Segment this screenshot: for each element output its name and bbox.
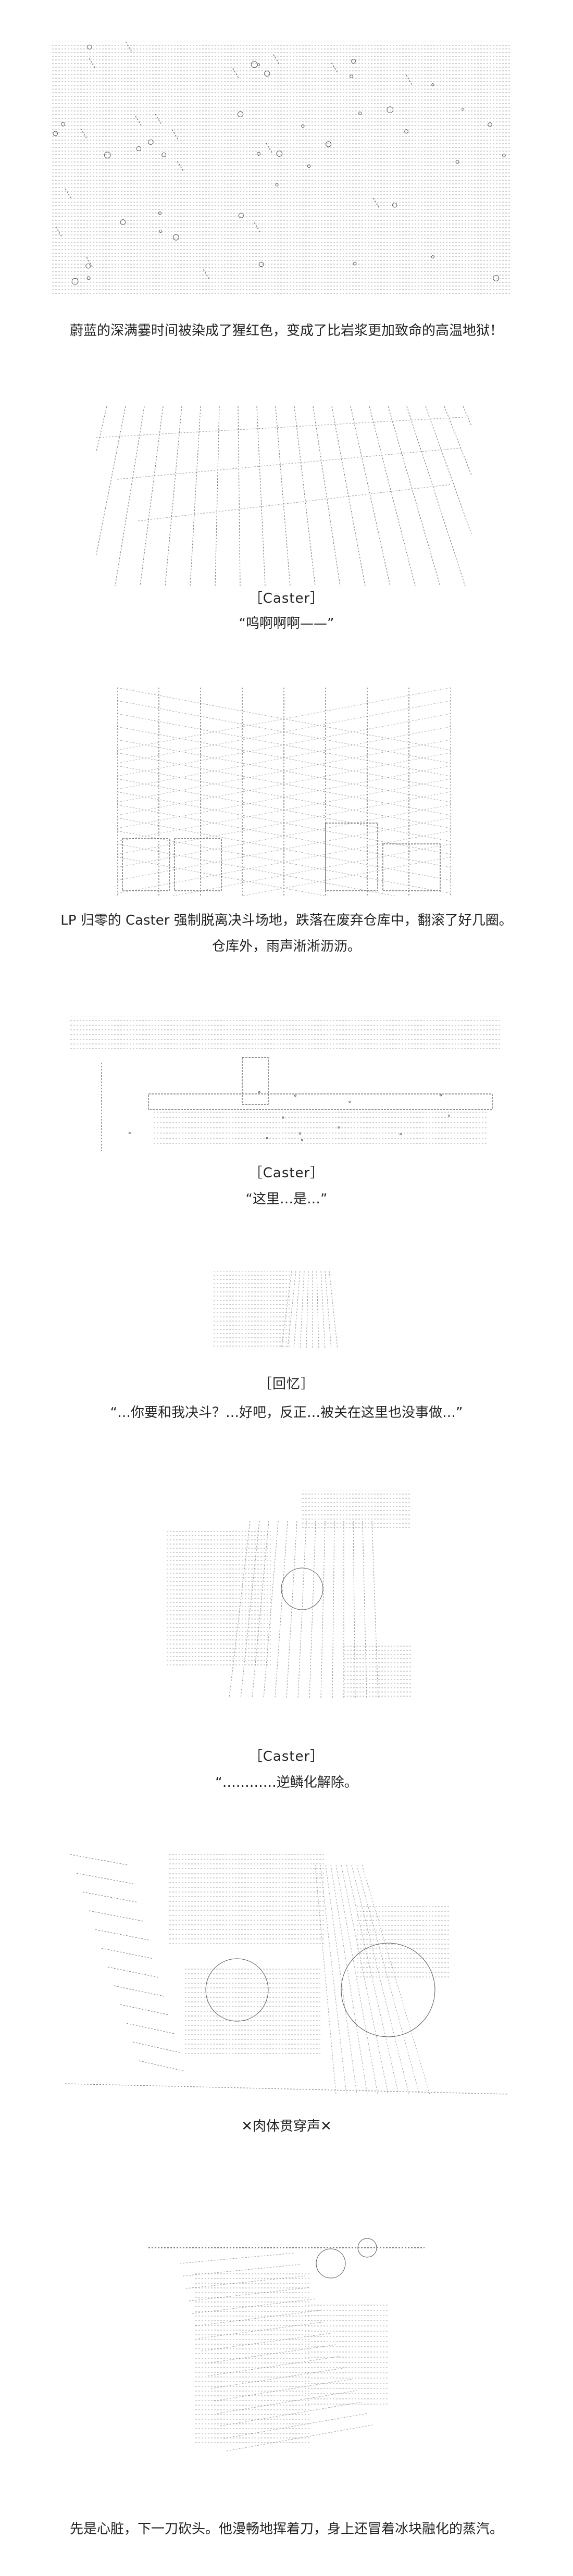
ascii-art-strike-icon <box>148 2238 425 2451</box>
panel-body-pierced-art <box>65 1834 508 2110</box>
caption-2b: 仓库外，雨声淅淅沥沥。 <box>211 939 361 954</box>
panel-memory-figure-art <box>214 1271 354 1349</box>
panel-final-strike-art <box>148 2201 425 2493</box>
caption-2a: LP 归零的 Caster 强制脱离决斗场地，跌落在废弃仓库中，翻滚了好几圈。 <box>60 913 513 928</box>
panel-warehouse-exterior-art <box>70 1016 500 1151</box>
panel-sky-rain-art <box>52 42 510 297</box>
speaker-label-caster-2: ［Caster］ <box>248 1165 325 1181</box>
ascii-art-rain-icon <box>96 406 471 586</box>
speaker-label-memory: ［回忆］ <box>258 1376 315 1392</box>
dialogue-line-1: “呜啊啊啊——” <box>239 616 334 631</box>
ascii-art-warehouse-icon <box>117 688 451 896</box>
sfx-label: ✕肉体贯穿声✕ <box>241 2119 332 2134</box>
panel-caster-face-art <box>167 1490 412 1729</box>
dialogue-line-4: “…………逆鳞化解除。 <box>215 1775 358 1790</box>
panel-rain-streaks-art <box>96 406 471 586</box>
panel-warehouse-interior-art <box>117 688 451 896</box>
ascii-art-battle-icon <box>65 1854 508 2095</box>
ascii-art-figure-icon <box>214 1271 338 1349</box>
speaker-label-caster: ［Caster］ <box>248 591 325 606</box>
caption-3: 先是心脏，下一刀砍头。他漫畅地挥着刀，身上还冒着冰块融化的蒸汽。 <box>69 2521 503 2537</box>
caption-1: 蔚蓝的深满霎时间被染成了猩红色，变成了比岩浆更加致命的高温地狱！ <box>69 323 503 339</box>
ascii-art-building-icon <box>70 1016 500 1151</box>
ascii-art-sky-icon <box>52 42 510 294</box>
ascii-art-face-icon <box>167 1490 412 1699</box>
dialogue-line-2: “这里…是…” <box>245 1191 328 1207</box>
dialogue-line-3: “…你要和我决斗？…好吧，反正…被关在这里也没事做…” <box>110 1405 463 1421</box>
speaker-label-caster-3: ［Caster］ <box>248 1749 325 1764</box>
